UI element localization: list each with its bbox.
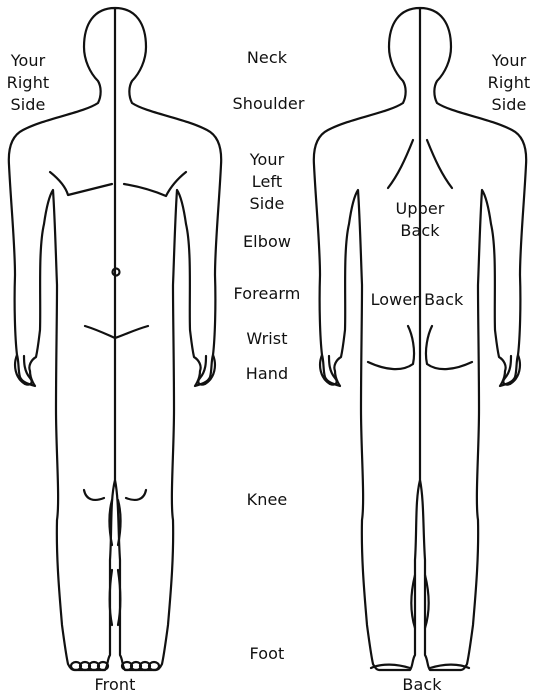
your-right-side-left-line-2: Right — [3, 72, 53, 94]
back-spine-left — [388, 140, 413, 188]
upper-back-line-2: Back — [375, 220, 465, 242]
your-left-side-label: Your Left Side — [227, 149, 307, 215]
knee-label: Knee — [227, 489, 307, 511]
front-label: Front — [85, 674, 145, 696]
back-heels — [371, 665, 469, 668]
wrist-label: Wrist — [227, 328, 307, 350]
front-right-knee — [126, 490, 146, 500]
your-left-side-line-2: Left — [227, 171, 307, 193]
your-right-side-label-left: Your Right Side — [3, 50, 53, 116]
elbow-label: Elbow — [227, 231, 307, 253]
foot-label: Foot — [227, 643, 307, 665]
forearm-label: Forearm — [222, 283, 312, 305]
your-left-side-line-1: Your — [227, 149, 307, 171]
shoulder-label: Shoulder — [221, 93, 316, 115]
your-right-side-left-line-3: Side — [3, 94, 53, 116]
your-right-side-label-right: Your Right Side — [484, 50, 534, 116]
your-right-side-right-line-3: Side — [484, 94, 534, 116]
upper-back-label: Upper Back — [375, 198, 465, 242]
your-right-side-right-line-2: Right — [484, 72, 534, 94]
upper-back-line-1: Upper — [375, 198, 465, 220]
neck-label: Neck — [227, 47, 307, 69]
your-right-side-left-line-1: Your — [3, 50, 53, 72]
back-label: Back — [392, 674, 452, 696]
your-right-side-right-line-1: Your — [484, 50, 534, 72]
front-groin-line — [85, 326, 148, 338]
your-left-side-line-3: Side — [227, 193, 307, 215]
hand-label: Hand — [227, 363, 307, 385]
lower-back-label: Lower Back — [362, 289, 472, 311]
front-chest-line — [50, 172, 112, 195]
back-spine-right — [427, 140, 452, 188]
front-left-knee — [84, 490, 104, 500]
